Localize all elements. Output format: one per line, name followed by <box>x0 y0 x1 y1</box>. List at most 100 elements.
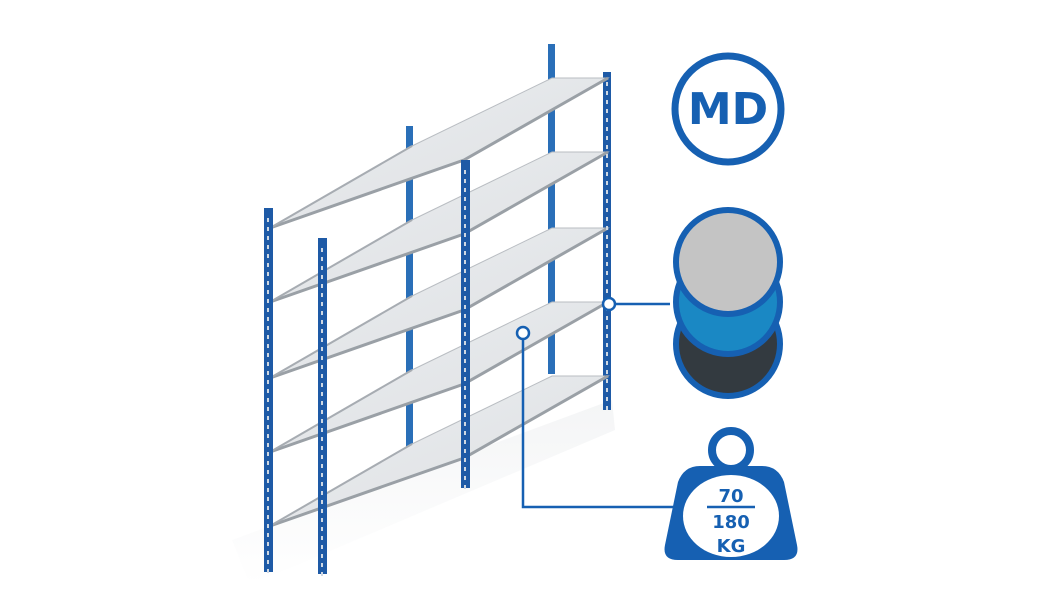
upright-hole <box>464 224 466 228</box>
upright-hole <box>267 236 269 240</box>
upright-hole <box>267 398 269 402</box>
upright-hole <box>321 347 323 351</box>
upright-hole <box>606 109 608 113</box>
upright-hole <box>606 82 608 86</box>
upright-hole <box>606 91 608 95</box>
load-top-value: 70 <box>718 486 743 507</box>
upright-hole <box>321 293 323 297</box>
upright-hole <box>464 215 466 219</box>
upright-hole <box>267 290 269 294</box>
upright-hole <box>267 479 269 483</box>
upright-hole <box>321 374 323 378</box>
upright-hole <box>606 145 608 149</box>
upright-hole <box>321 491 323 495</box>
upright-hole <box>321 518 323 522</box>
upright-hole <box>321 383 323 387</box>
upright-hole <box>606 370 608 374</box>
upright-hole <box>267 326 269 330</box>
md-badge-label: MD <box>688 84 768 135</box>
upright-hole <box>321 509 323 513</box>
upright-hole <box>606 244 608 248</box>
upright-hole <box>606 118 608 122</box>
upright-hole <box>464 440 466 444</box>
upright-hole <box>321 338 323 342</box>
upright-hole <box>267 389 269 393</box>
upright-hole <box>321 356 323 360</box>
upright-hole <box>267 272 269 276</box>
upright-hole <box>267 569 269 573</box>
upright-hole <box>321 257 323 261</box>
upright-hole <box>267 506 269 510</box>
upright-hole <box>606 289 608 293</box>
upright-hole <box>321 248 323 252</box>
upright-hole <box>464 350 466 354</box>
upright-back-mid <box>548 44 555 374</box>
upright-hole <box>464 458 466 462</box>
upright-hole <box>267 362 269 366</box>
shelf-callout-line <box>521 339 678 509</box>
upright-hole <box>464 179 466 183</box>
upright-hole <box>606 397 608 401</box>
color-swatch-stack-icon <box>673 207 783 399</box>
upright-hole <box>267 488 269 492</box>
upright-hole <box>606 235 608 239</box>
upright-hole <box>606 262 608 266</box>
upright-hole <box>606 199 608 203</box>
upright-hole <box>321 455 323 459</box>
upright-hole <box>321 446 323 450</box>
upright-hole <box>321 419 323 423</box>
upright-hole <box>464 170 466 174</box>
upright-hole <box>267 335 269 339</box>
upright-hole <box>321 554 323 558</box>
upright-hole <box>464 476 466 480</box>
upright-hole <box>606 217 608 221</box>
upright-hole <box>321 428 323 432</box>
upright-hole <box>321 401 323 405</box>
upright-hole <box>464 242 466 246</box>
upright-hole <box>606 316 608 320</box>
upright-hole <box>606 190 608 194</box>
upright-back-right <box>603 72 611 410</box>
upright-hole <box>464 467 466 471</box>
upright-hole <box>267 416 269 420</box>
weight-icon: 70 180 KG <box>664 427 798 560</box>
upright-hole <box>321 572 323 576</box>
md-badge-icon: MD <box>671 52 785 166</box>
upright-hole <box>464 395 466 399</box>
shelf-side-1 <box>269 145 413 229</box>
upright-hole <box>321 266 323 270</box>
upright-hole <box>464 233 466 237</box>
upright-hole <box>464 485 466 489</box>
shelf-side-4 <box>269 369 413 453</box>
upright-hole <box>464 314 466 318</box>
upright-hole <box>267 434 269 438</box>
upright-hole <box>267 560 269 564</box>
upright-hole <box>464 287 466 291</box>
upright-hole <box>606 127 608 131</box>
upright-hole <box>267 353 269 357</box>
upright-hole <box>464 260 466 264</box>
upright-hole <box>267 470 269 474</box>
upright-hole <box>464 377 466 381</box>
callout-lines <box>515 296 678 509</box>
upright-hole <box>464 188 466 192</box>
upright-hole <box>606 154 608 158</box>
floor-shadow <box>232 400 615 585</box>
upright-hole <box>267 497 269 501</box>
upright-hole <box>267 317 269 321</box>
upright-hole <box>606 388 608 392</box>
upright-hole <box>606 100 608 104</box>
upright-hole <box>606 163 608 167</box>
upright-hole <box>464 359 466 363</box>
upright-hole <box>321 392 323 396</box>
upright-hole <box>606 352 608 356</box>
upright-hole <box>267 281 269 285</box>
upright-hole <box>321 500 323 504</box>
shelf-side-5 <box>269 443 413 527</box>
shelf-side-2 <box>269 219 413 303</box>
upright-hole <box>606 361 608 365</box>
upright-hole <box>464 278 466 282</box>
upright-hole <box>464 422 466 426</box>
upright-hole <box>606 136 608 140</box>
upright-hole <box>321 563 323 567</box>
